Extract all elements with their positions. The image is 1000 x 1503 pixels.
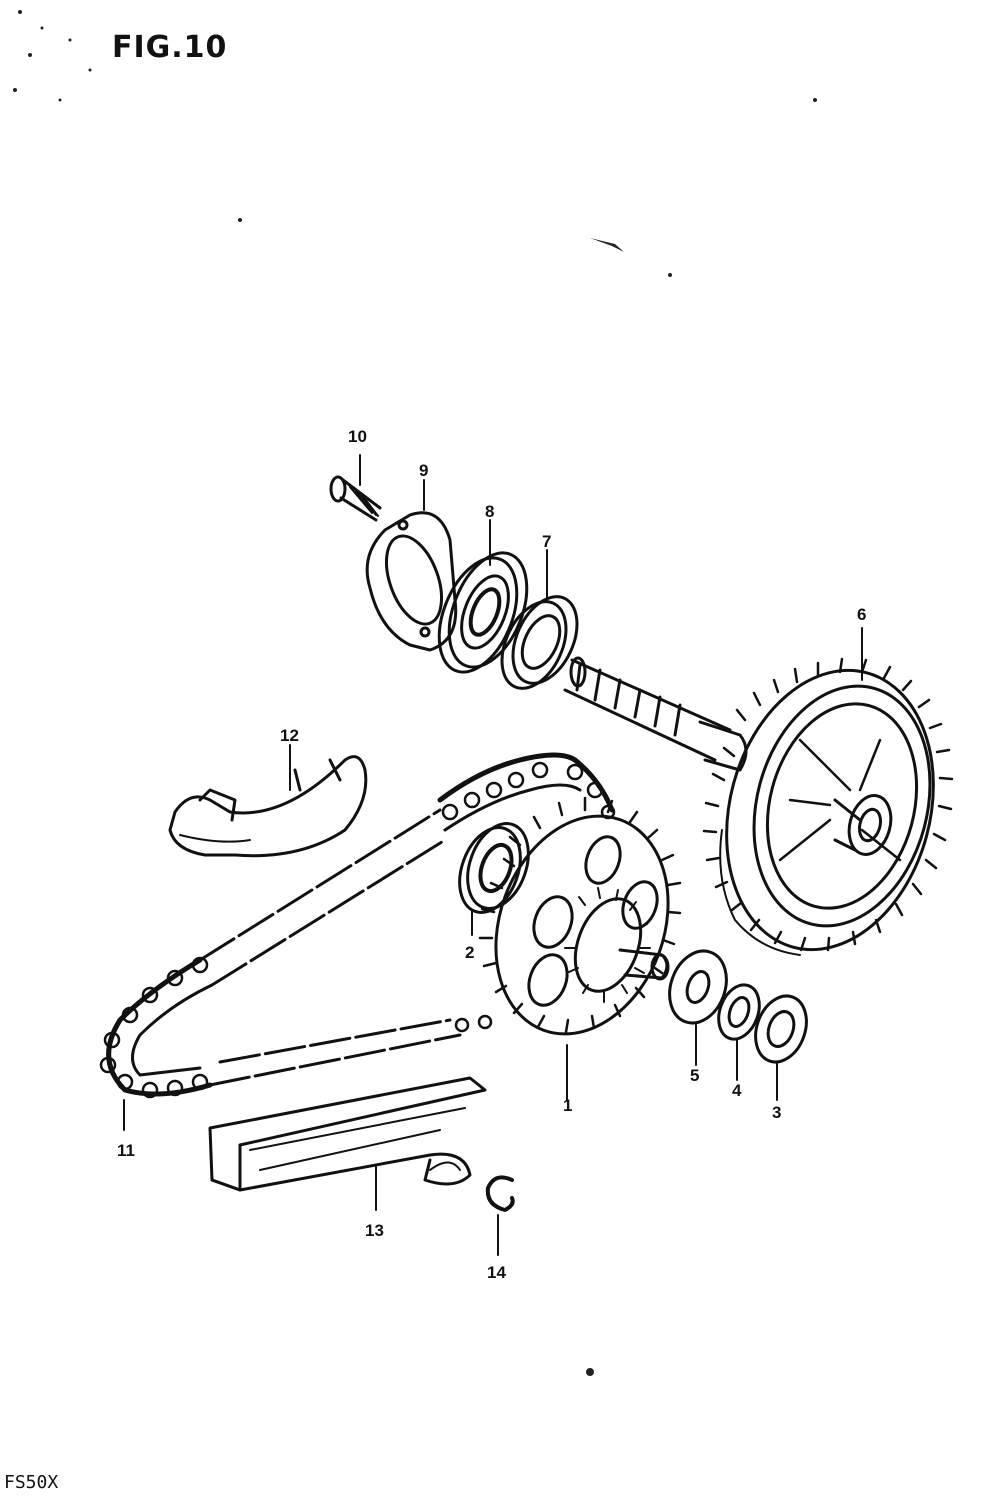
part-2-bearing bbox=[458, 822, 530, 914]
callout-13: 13 bbox=[365, 1221, 384, 1240]
callout-4: 4 bbox=[732, 1081, 742, 1100]
callout-9: 9 bbox=[419, 461, 429, 480]
part-3-washer bbox=[754, 994, 808, 1064]
callout-8: 8 bbox=[485, 502, 495, 521]
part-9-gasket bbox=[365, 511, 458, 652]
callout-1: 1 bbox=[563, 1096, 573, 1115]
print-speckle bbox=[13, 10, 817, 1376]
part-4-washer bbox=[717, 983, 761, 1041]
part-12-chain-guide bbox=[168, 755, 368, 858]
callout-11: 11 bbox=[117, 1141, 135, 1160]
callout-7: 7 bbox=[542, 532, 552, 551]
callout-2: 2 bbox=[465, 943, 475, 962]
part-8-bearing bbox=[437, 551, 529, 674]
part-1-sprocket bbox=[478, 796, 682, 1036]
part-11-chain bbox=[99, 752, 616, 1099]
figure-title: FIG.10 bbox=[112, 30, 228, 65]
part-7-oil-seal bbox=[500, 595, 579, 690]
callout-3: 3 bbox=[772, 1103, 782, 1122]
part-14-circlip bbox=[485, 1175, 515, 1212]
callout-6: 6 bbox=[857, 605, 867, 624]
callout-14: 14 bbox=[487, 1263, 506, 1282]
part-6-gear-shaft bbox=[563, 656, 954, 956]
callout-5: 5 bbox=[690, 1066, 700, 1085]
part-5-washer bbox=[668, 949, 728, 1025]
callout-12: 12 bbox=[280, 726, 299, 745]
part-13-chain-guide-lower bbox=[208, 1076, 487, 1192]
model-code: FS50X bbox=[4, 1472, 59, 1493]
callout-10: 10 bbox=[348, 427, 367, 446]
part-10-bolt bbox=[329, 475, 382, 522]
